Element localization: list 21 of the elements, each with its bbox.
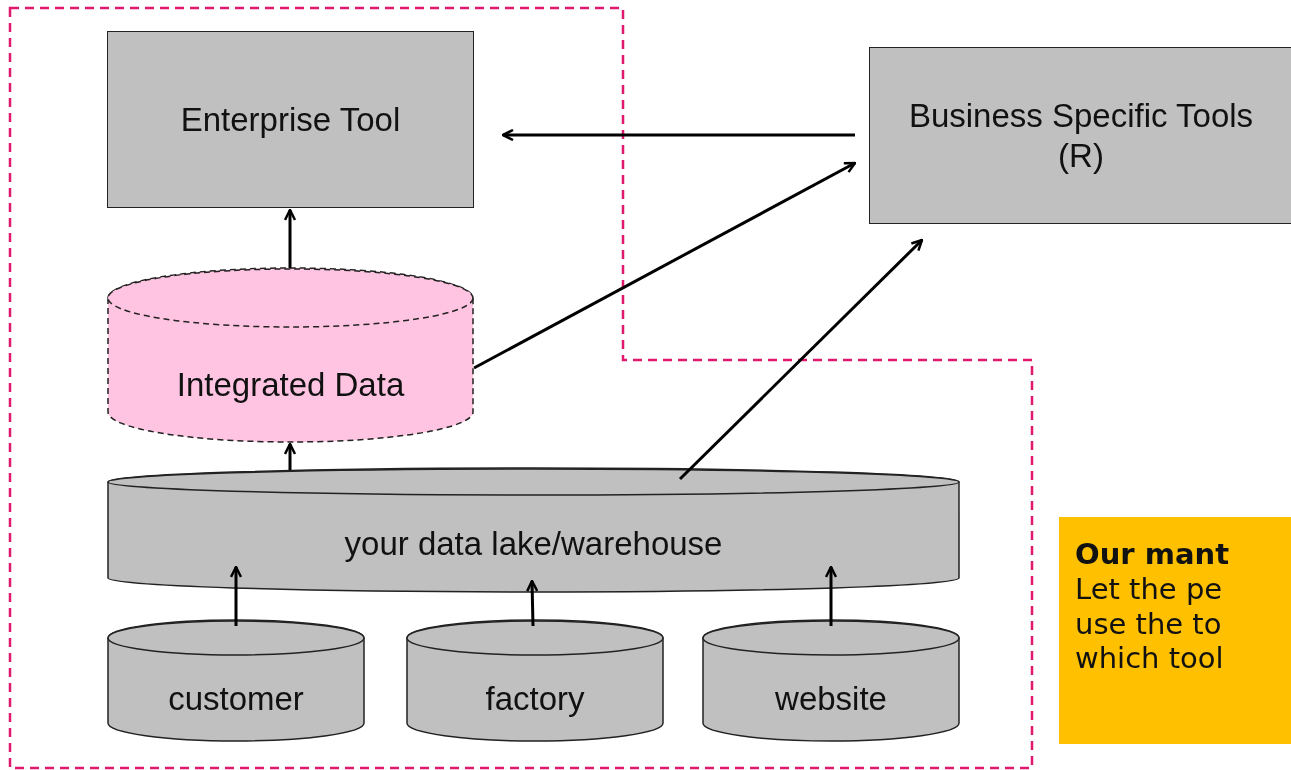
arrow — [473, 161, 857, 370]
node-label: your data lake/warehouse — [344, 524, 723, 564]
note-heading: Our mant — [1075, 537, 1229, 572]
node-label: factory — [485, 678, 585, 719]
note-box — [1059, 517, 1291, 744]
arrow — [525, 579, 539, 627]
node-label: customer — [168, 678, 304, 719]
arrow — [229, 565, 243, 626]
node-label: (R) — [1058, 135, 1104, 176]
tool-box — [107, 31, 474, 208]
arrow — [501, 128, 855, 142]
node-label: Business Specific Tools — [908, 95, 1254, 136]
node-label: Enterprise Tool — [180, 99, 401, 140]
node-label: website — [775, 678, 887, 719]
arrow — [283, 442, 297, 470]
arrow — [678, 238, 924, 481]
tool-box — [869, 47, 1291, 224]
note-text: Let the pe use the to which tool — [1075, 571, 1225, 677]
arrow — [824, 565, 838, 626]
arrow — [283, 208, 297, 268]
node-label: Integrated Data — [176, 365, 405, 405]
